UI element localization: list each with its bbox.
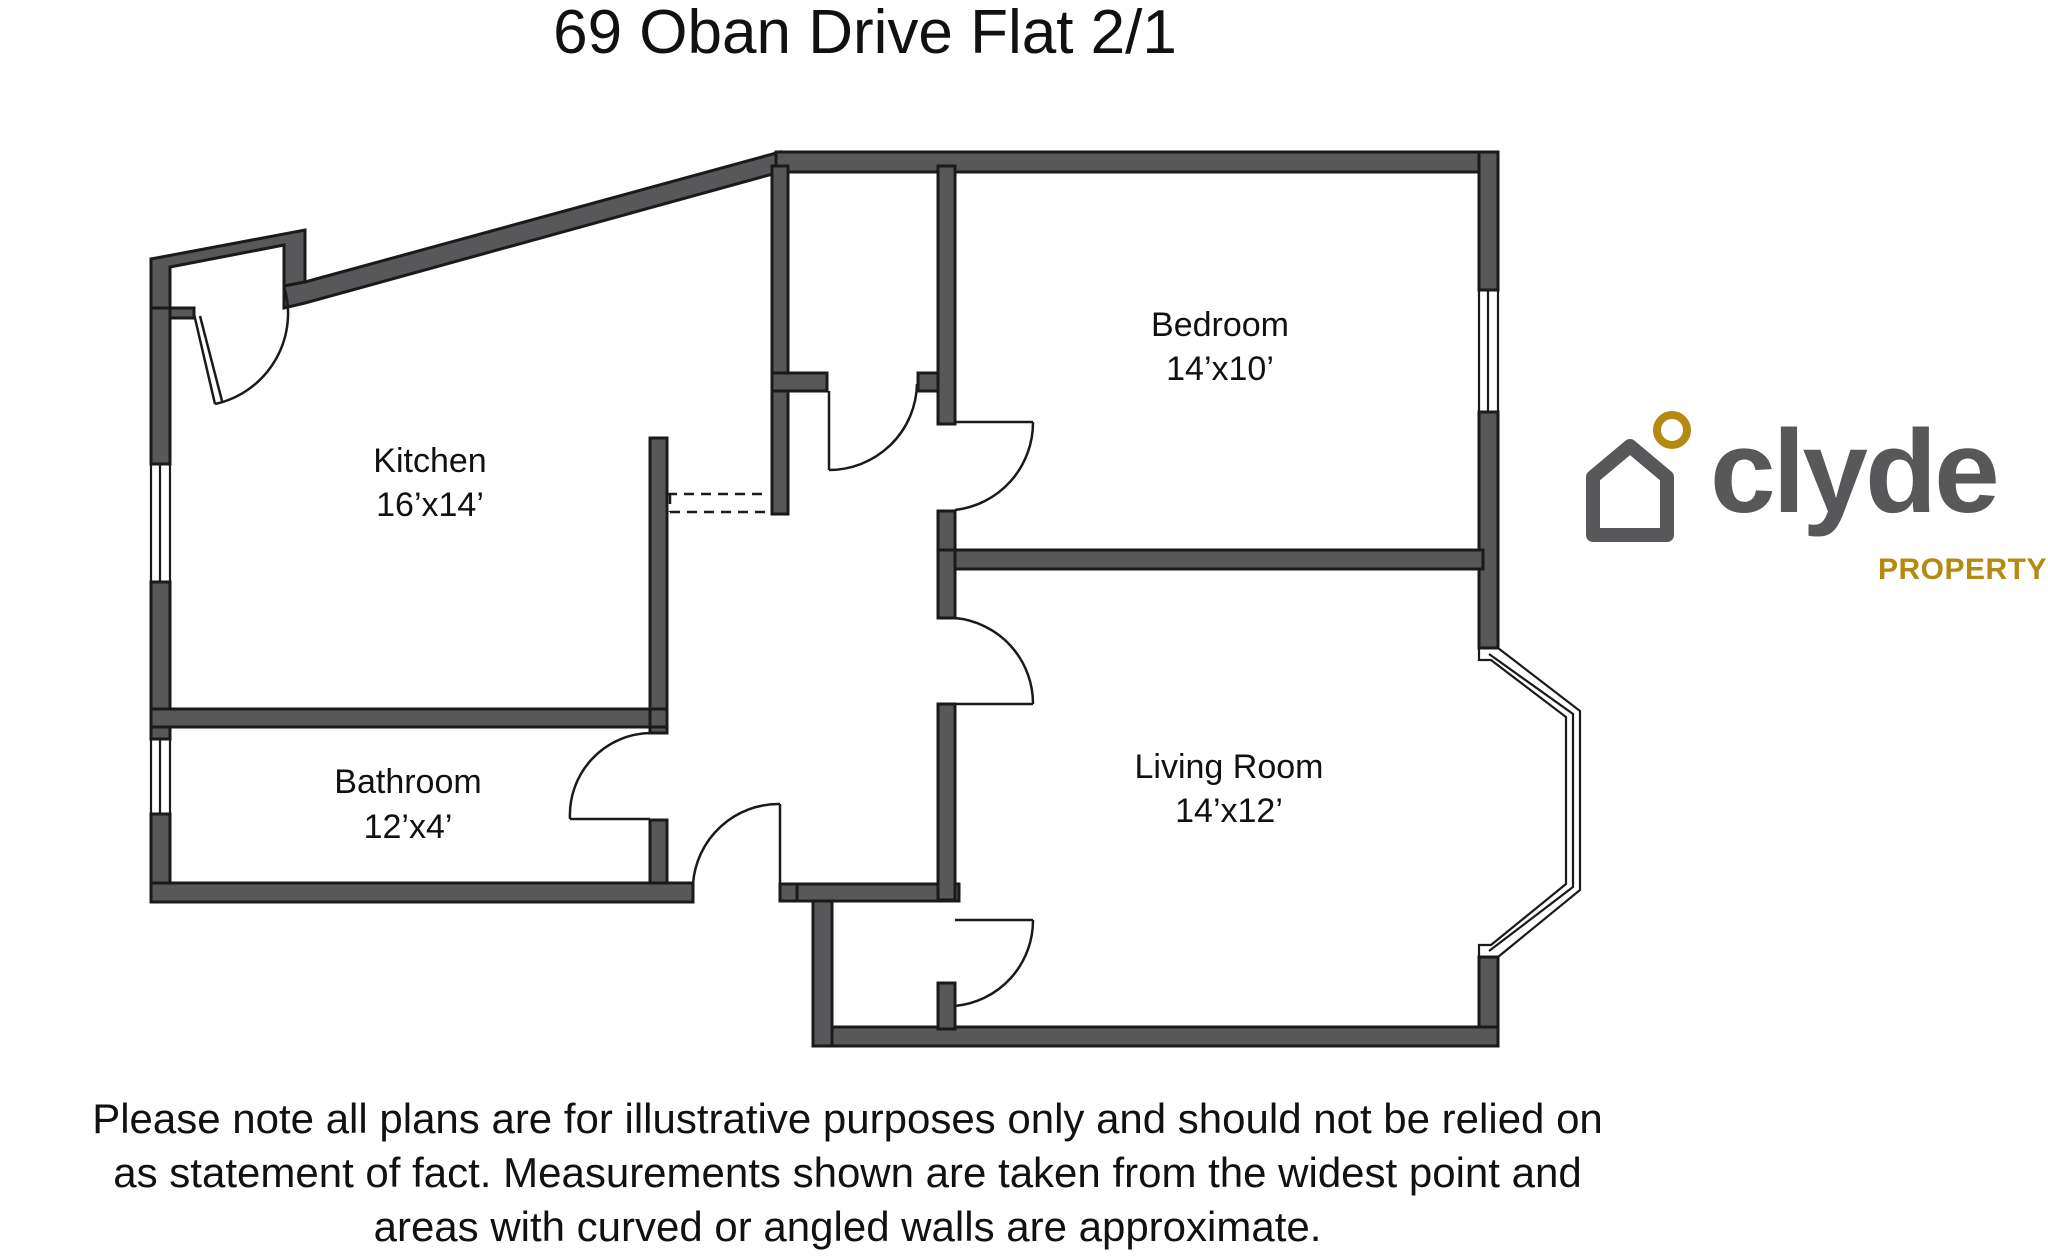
bathroom-window (149, 737, 172, 816)
wall-cupboard-stub (770, 371, 829, 393)
bedroom-door (954, 420, 1035, 512)
bathroom-door (568, 731, 651, 821)
wall-bathroom-bottom (149, 881, 695, 904)
kitchen-opening (667, 492, 766, 514)
room-labels: Kitchen 16’x14’ Bedroom 14’x10’ Bathroom… (334, 306, 1323, 846)
wall-kitchen-bottom (149, 707, 669, 729)
wall-kitchen-door-jamb (168, 306, 196, 320)
wall-closet-top (780, 882, 961, 903)
wall-living-left-upper (936, 548, 957, 620)
wall-bedroom-left-upper (936, 164, 957, 426)
walls (149, 150, 1500, 1048)
disclaimer-line: as statement of fact. Measurements shown… (113, 1149, 1582, 1196)
bay-window (1477, 646, 1582, 959)
cupboard-door (827, 383, 919, 472)
kitchen-entry-door (192, 285, 290, 406)
wall-bathroom-right-upper (648, 707, 669, 729)
kitchen-window (149, 462, 172, 584)
wall-kitchen-right (648, 436, 669, 735)
living-room-size: 14’x12’ (1175, 792, 1283, 830)
doors (192, 285, 1035, 1008)
page-title: 69 Oban Drive Flat 2/1 (553, 0, 1177, 67)
corridor-bottom-door (691, 802, 782, 885)
wall-kitchen-corner (149, 228, 307, 310)
windows (149, 288, 1582, 959)
disclaimer-line: Please note all plans are for illustrati… (92, 1095, 1603, 1142)
bathroom-name: Bathroom (334, 763, 481, 801)
bedroom-window (1477, 288, 1500, 414)
kitchen-size: 16’x14’ (376, 486, 484, 524)
disclaimer: Please note all plans are for illustrati… (0, 1092, 1695, 1254)
wall-top (774, 150, 1500, 174)
wall-corridor-bottom-stub (778, 882, 799, 903)
wall-right-upper (1477, 150, 1500, 292)
logo-wordmark: clyde (1710, 406, 2000, 538)
wall-living-left-lower (936, 702, 957, 902)
wall-cupboard-left (770, 164, 790, 516)
wall-living-left-bottom (936, 981, 957, 1031)
disclaimer-line: areas with curved or angled walls are ap… (373, 1203, 1322, 1250)
wall-right-mid (1477, 410, 1500, 650)
closet-door (954, 918, 1035, 1008)
wall-diagonal-top (282, 150, 782, 310)
clyde-property-logo: clyde PROPERTY (1580, 405, 2048, 590)
wall-closet-left (811, 882, 834, 1048)
bedroom-size: 14’x10’ (1166, 350, 1274, 388)
bathroom-size: 12’x4’ (364, 808, 453, 846)
wall-bottom-right (811, 1025, 1500, 1048)
logo-subtitle: PROPERTY (1877, 553, 2047, 586)
wall-bedroom-bottom (936, 548, 1485, 571)
bedroom-name: Bedroom (1151, 306, 1289, 344)
living-room-name: Living Room (1135, 748, 1324, 786)
kitchen-name: Kitchen (373, 442, 486, 480)
house-logo-icon (1586, 411, 1691, 542)
living-room-door (954, 616, 1035, 706)
